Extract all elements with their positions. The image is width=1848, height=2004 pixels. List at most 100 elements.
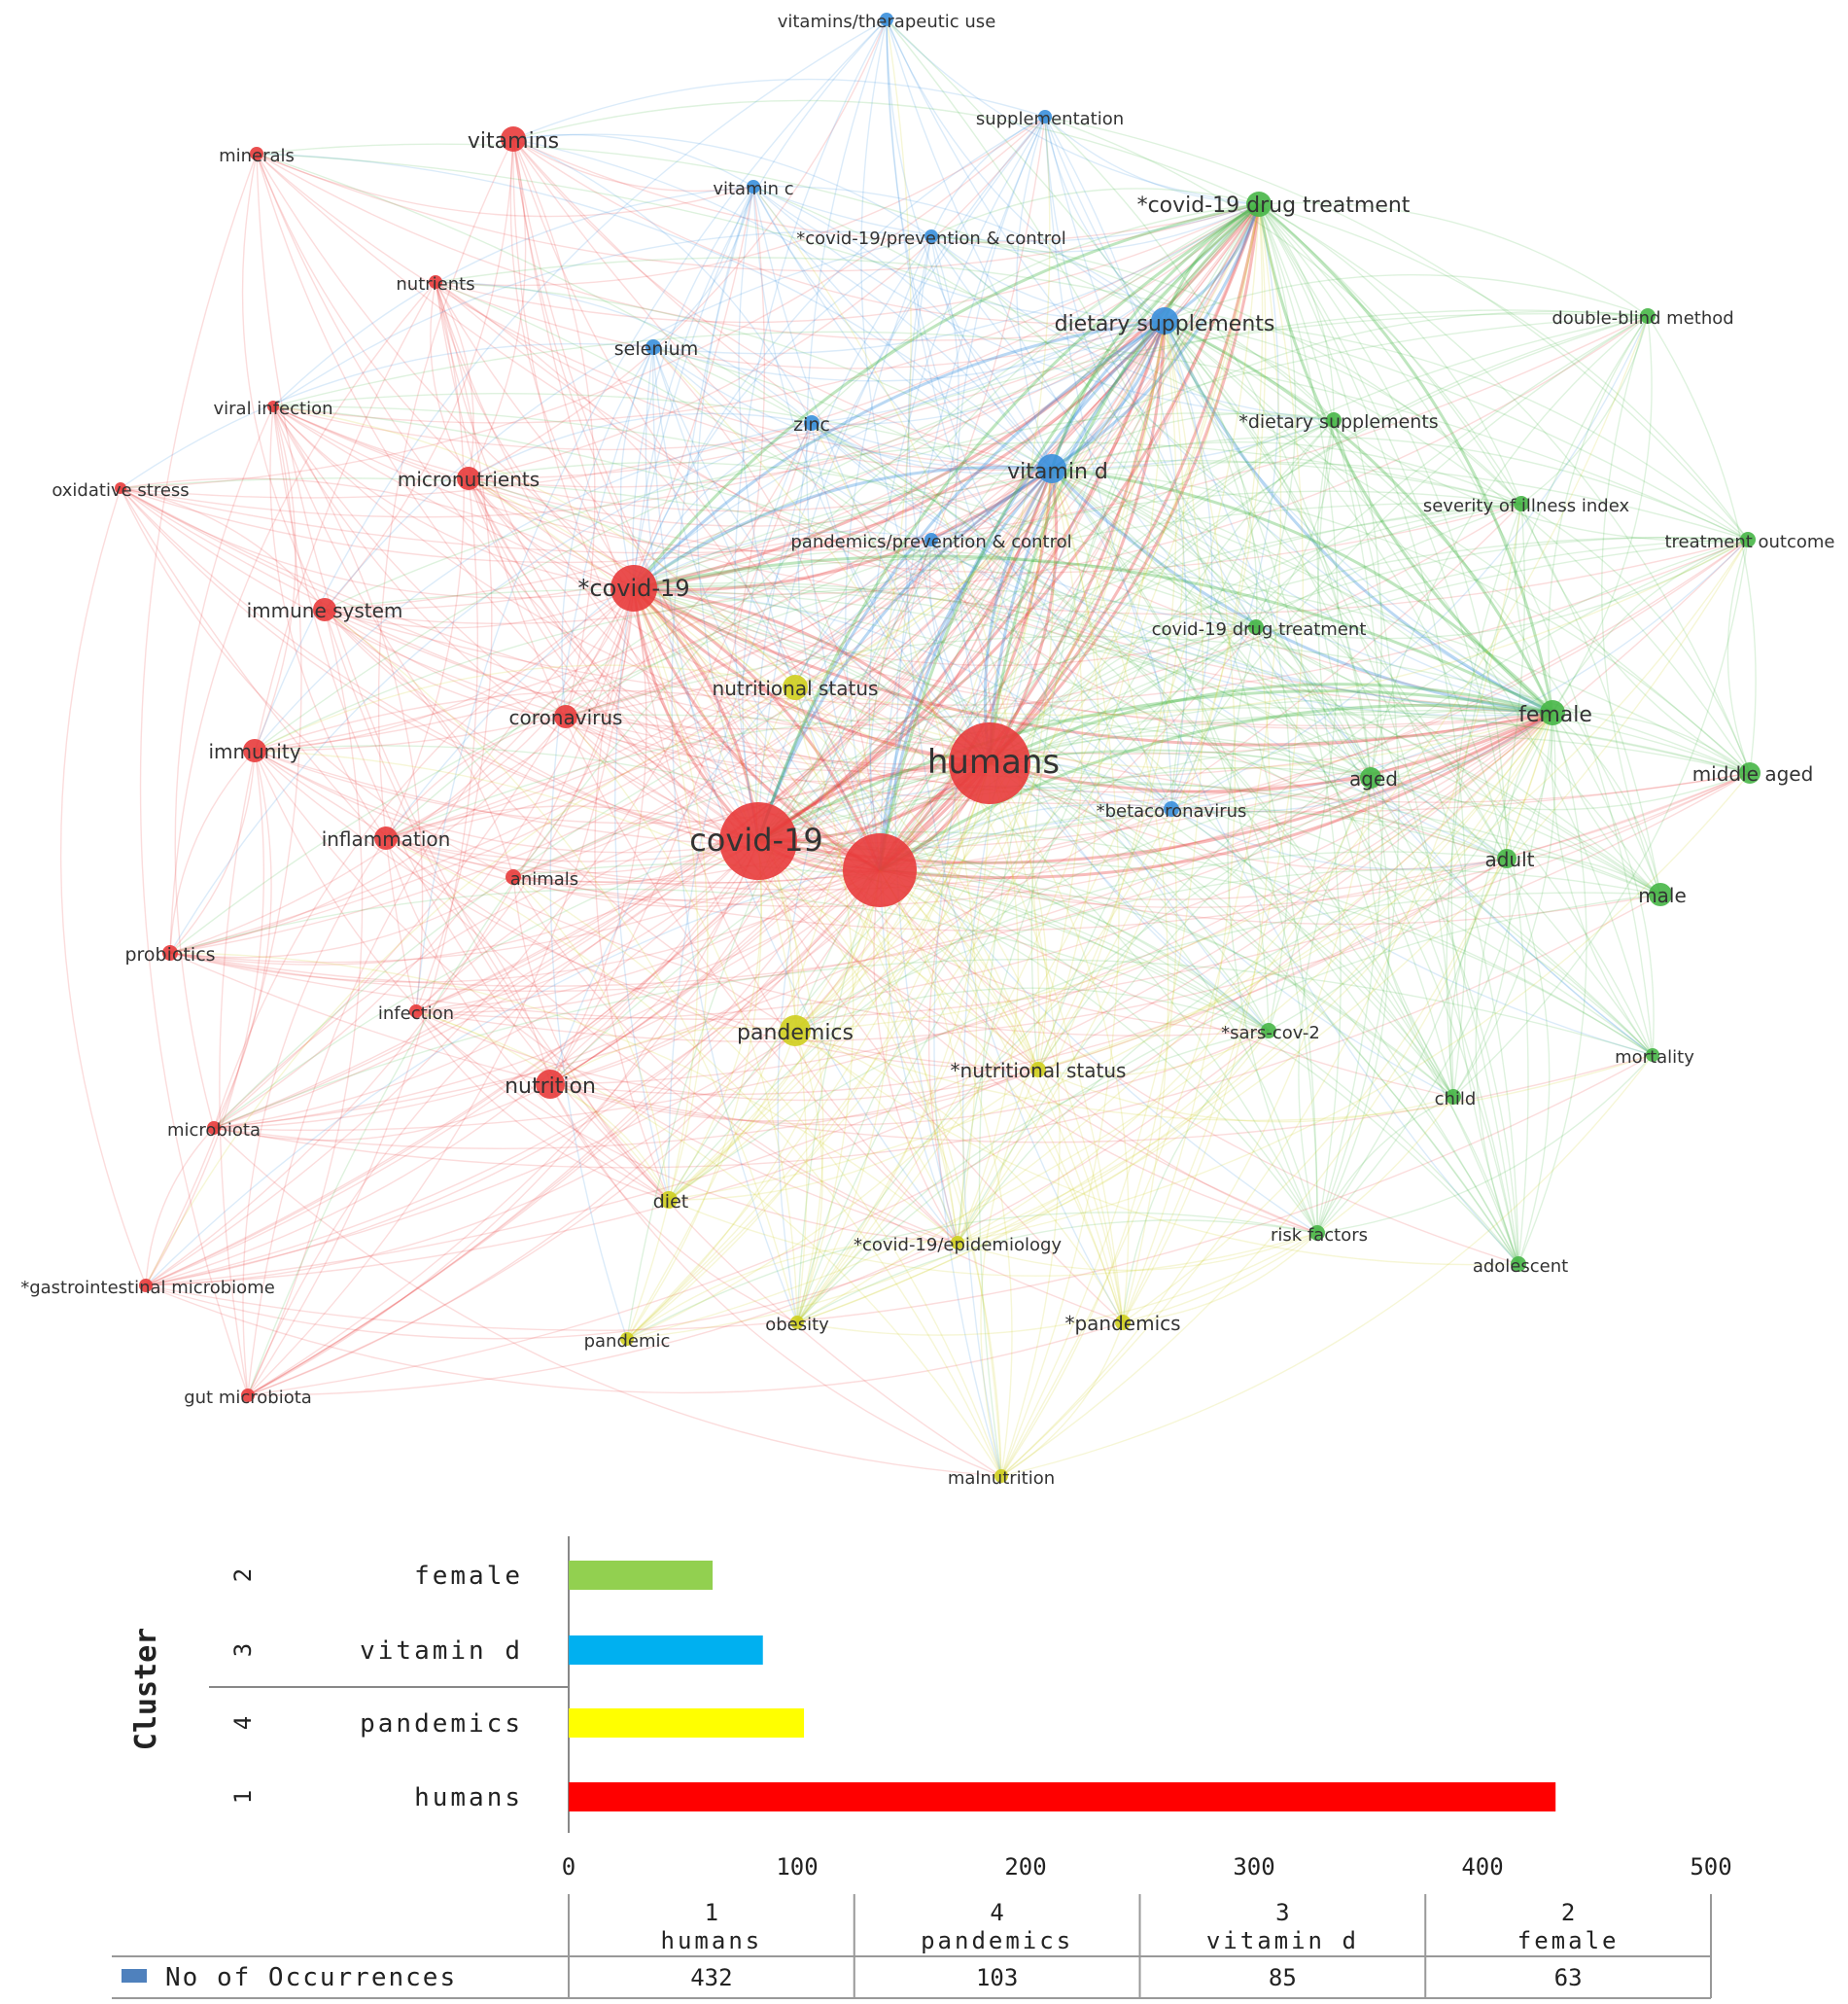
network-edge bbox=[256, 153, 1053, 470]
network-node bbox=[536, 1070, 565, 1099]
network-edge bbox=[1037, 320, 1185, 1071]
network-edge bbox=[626, 712, 1553, 1340]
network-edge bbox=[879, 735, 1751, 871]
network-edge bbox=[1170, 709, 1553, 810]
network-edge bbox=[385, 805, 759, 842]
network-edge bbox=[626, 869, 881, 1340]
network-node bbox=[1261, 1023, 1276, 1038]
node-label: pandemics bbox=[737, 1021, 854, 1045]
network-edge bbox=[385, 837, 670, 1201]
network-edge bbox=[254, 313, 1649, 752]
network-edge bbox=[549, 858, 1508, 1096]
network-edge bbox=[213, 712, 1553, 1132]
network-edge bbox=[1037, 203, 1267, 1071]
network-edge bbox=[752, 186, 1335, 421]
network-edge bbox=[324, 609, 991, 772]
network-edge bbox=[594, 587, 670, 1201]
network-node bbox=[783, 675, 808, 700]
network-edge bbox=[512, 138, 991, 764]
network-edge bbox=[955, 116, 1046, 764]
node-label: diet bbox=[653, 1191, 688, 1213]
network-edge bbox=[868, 116, 1046, 871]
network-edge bbox=[794, 320, 1166, 688]
network-edge bbox=[633, 581, 1372, 779]
network-edge bbox=[873, 869, 959, 1244]
network-edge bbox=[1044, 116, 1260, 205]
network-edge bbox=[565, 468, 1053, 718]
network-edge bbox=[1548, 315, 1649, 714]
network-edge bbox=[468, 477, 1553, 729]
network-edge bbox=[1475, 858, 1519, 1265]
node-label: pandemics/prevention & control bbox=[790, 532, 1071, 552]
network-edge bbox=[752, 186, 1040, 1071]
network-edge bbox=[794, 116, 1051, 1032]
network-edge bbox=[272, 405, 1661, 896]
network-edge bbox=[272, 405, 991, 764]
network-edge bbox=[324, 235, 932, 611]
network-edge bbox=[269, 405, 387, 839]
network-edge bbox=[145, 869, 881, 1286]
network-edge bbox=[385, 837, 551, 1085]
network-edge bbox=[1051, 440, 1522, 505]
network-edge bbox=[1044, 116, 1372, 779]
network-edge bbox=[1170, 808, 1519, 1265]
network-edge bbox=[796, 320, 1166, 1323]
network-edge bbox=[1051, 468, 1519, 1265]
network-edge bbox=[254, 750, 1039, 1071]
network-edge bbox=[512, 712, 1553, 907]
network-edge bbox=[633, 587, 1519, 1265]
network-edge bbox=[385, 422, 813, 839]
network-edge bbox=[468, 477, 881, 871]
network-edge bbox=[213, 468, 1053, 1129]
network-edge bbox=[1051, 467, 1554, 715]
network-edge bbox=[247, 609, 364, 1396]
network-edge bbox=[879, 803, 1172, 871]
network-node bbox=[1740, 532, 1756, 547]
network-edge bbox=[632, 587, 881, 872]
network-edge bbox=[549, 762, 991, 1085]
network-edge bbox=[468, 412, 813, 479]
network-edge bbox=[145, 1284, 1124, 1394]
network-edge bbox=[435, 281, 1166, 369]
network-edge bbox=[1520, 503, 1751, 774]
network-edge bbox=[120, 487, 514, 878]
network-edge bbox=[169, 869, 881, 983]
network-edge bbox=[385, 320, 1166, 839]
network-edge bbox=[1000, 808, 1177, 1477]
network-edge bbox=[633, 467, 1053, 592]
network-edge bbox=[1520, 503, 1751, 774]
network-edge bbox=[794, 203, 1260, 1032]
network-edge bbox=[988, 320, 1167, 764]
network-edge bbox=[1255, 419, 1335, 628]
x-tick-label: 300 bbox=[1233, 1853, 1274, 1881]
network-edge bbox=[385, 716, 1372, 839]
network-edge bbox=[415, 762, 991, 1012]
network-edge bbox=[256, 153, 1166, 341]
network-edge bbox=[756, 467, 1053, 842]
network-edge bbox=[256, 153, 1454, 1098]
network-edge bbox=[468, 477, 1318, 1234]
network-edge bbox=[272, 405, 759, 842]
network-edge bbox=[549, 869, 881, 1085]
network-edge bbox=[633, 587, 1172, 810]
network-edge bbox=[1552, 712, 1661, 896]
network-edge bbox=[1164, 320, 1372, 779]
network-edge bbox=[626, 468, 1053, 1340]
network-edge bbox=[272, 331, 1749, 541]
network-edge bbox=[169, 587, 635, 954]
network-edge bbox=[652, 346, 881, 871]
network-edge bbox=[633, 586, 1553, 747]
network-edge bbox=[120, 116, 1046, 489]
network-edge bbox=[878, 468, 1054, 872]
network-edge bbox=[957, 772, 1751, 1244]
network-edge bbox=[169, 750, 256, 954]
network-edge bbox=[565, 203, 1260, 718]
node-label: *gastrointestinal microbiome bbox=[20, 1278, 275, 1298]
network-node bbox=[1115, 1315, 1131, 1330]
network-node bbox=[1248, 619, 1264, 635]
node-label: pandemic bbox=[584, 1331, 671, 1352]
node-label: male bbox=[1638, 884, 1687, 907]
network-edge bbox=[1316, 712, 1553, 1234]
node-label: *covid-19 bbox=[577, 575, 689, 602]
